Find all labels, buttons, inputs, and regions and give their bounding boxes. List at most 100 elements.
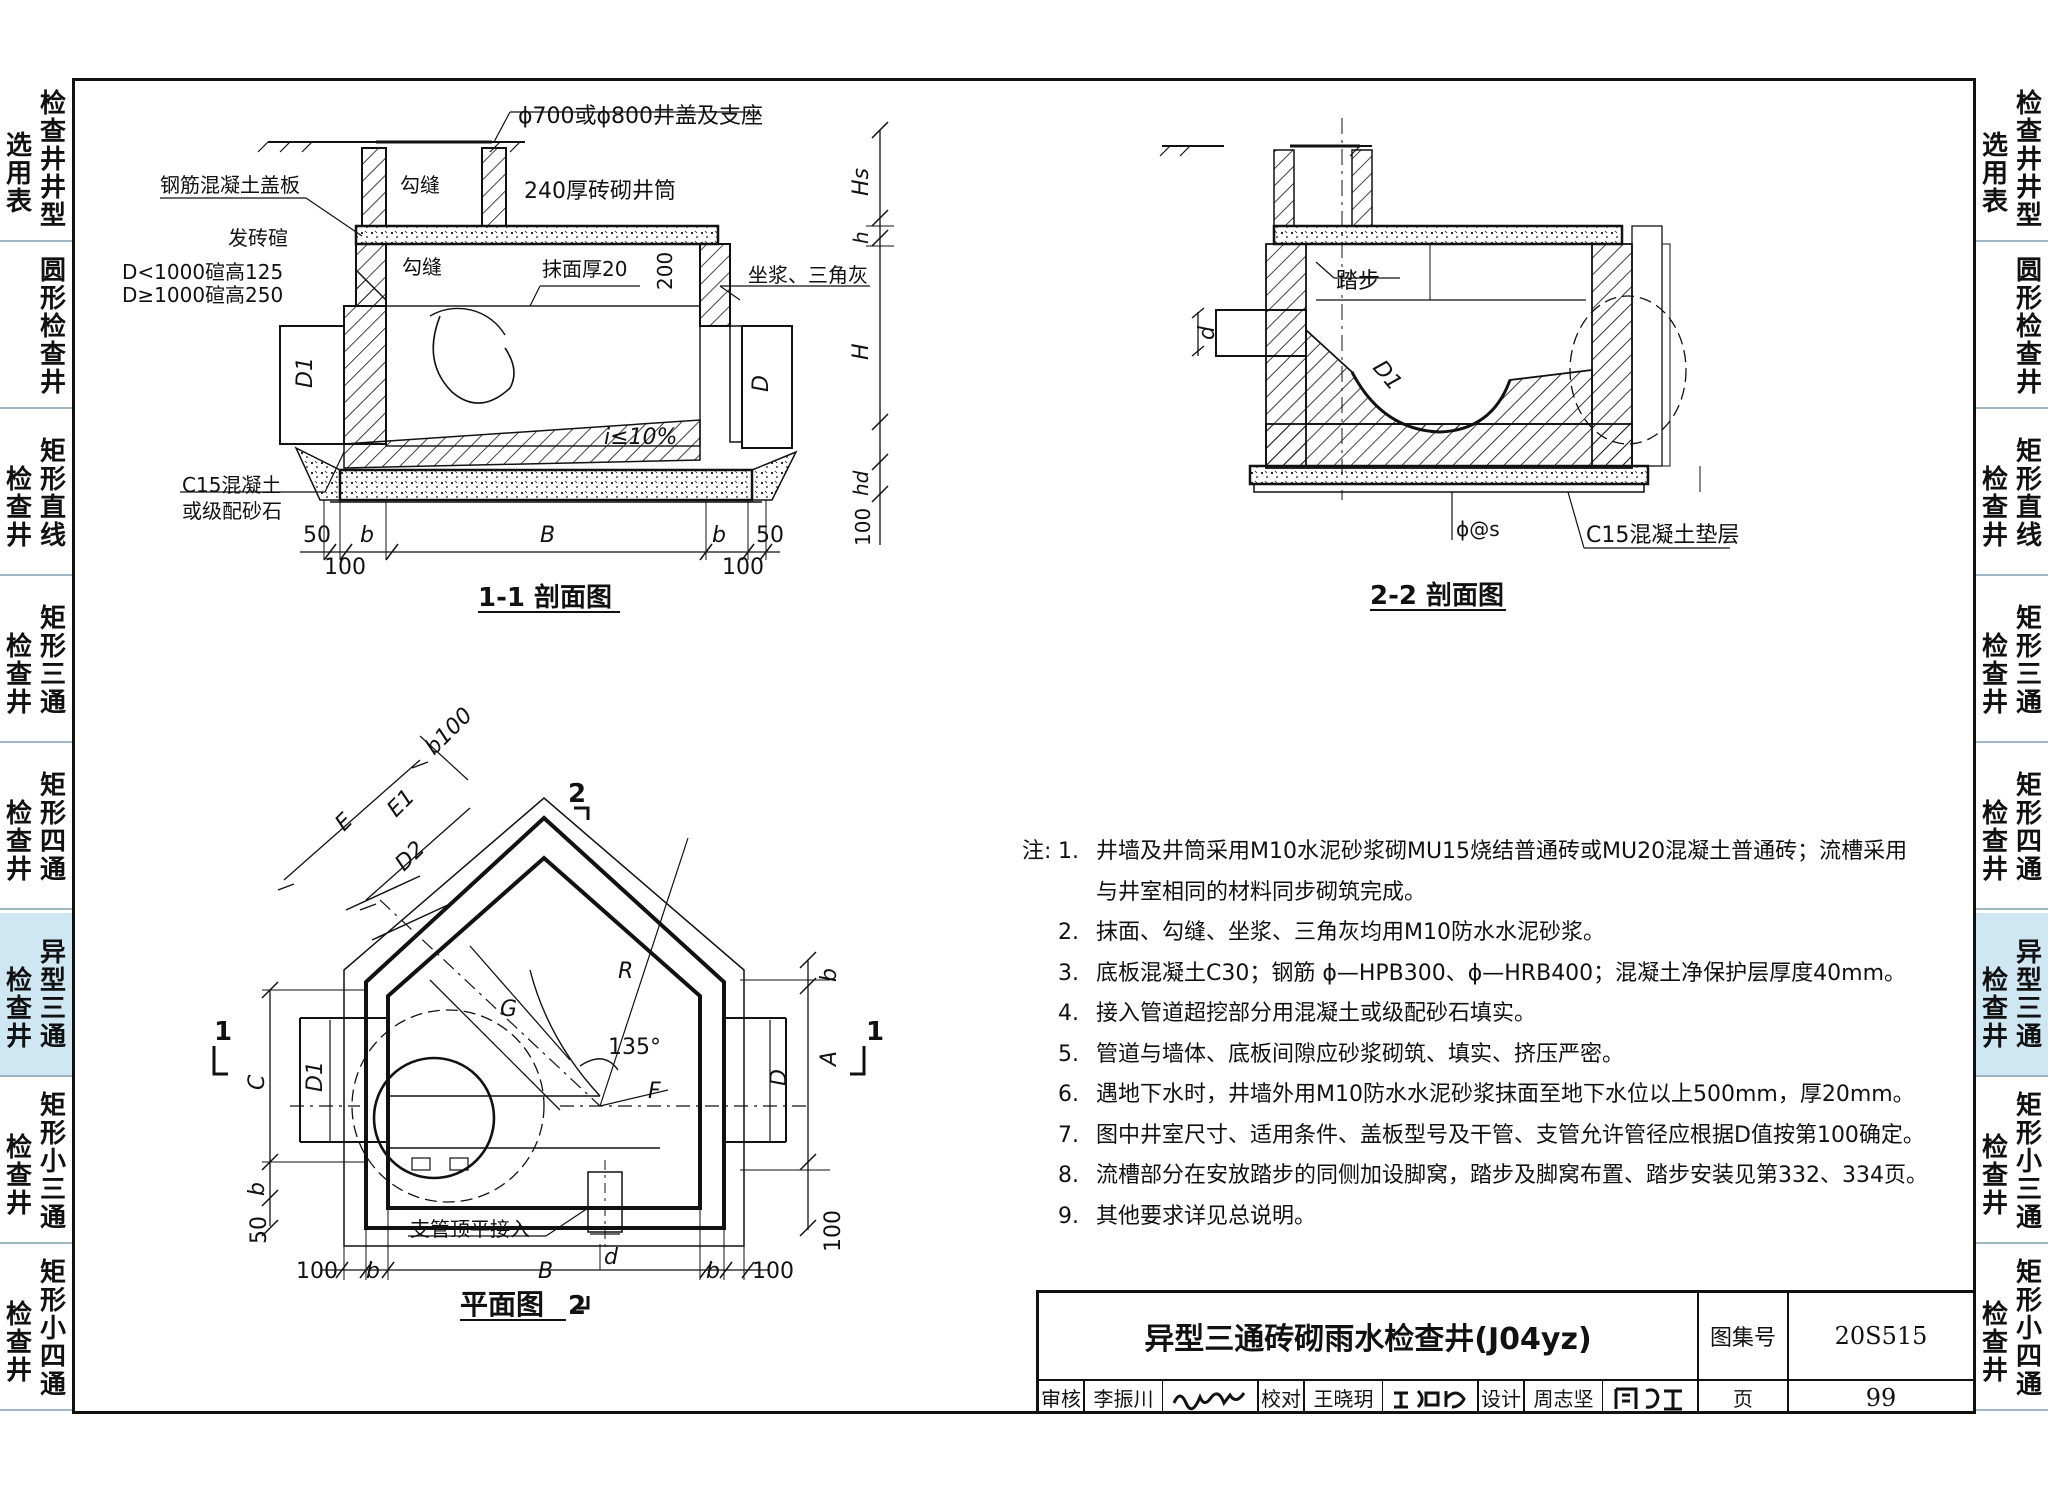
tab-label-col-2: 矩形小四通 — [2016, 1259, 2042, 1399]
index-tab[interactable]: 检查井矩形直线 — [1976, 412, 2048, 576]
tab-char: 用 — [6, 159, 33, 189]
index-tab[interactable]: 检查井矩形小四通 — [0, 1247, 72, 1411]
tab-char: 井 — [2016, 145, 2043, 175]
note-text: 其他要求详见总说明。 — [1096, 1203, 1317, 1229]
index-tab[interactable]: 选用表检查井井型 — [1976, 78, 2048, 242]
tab-char: 小 — [40, 1314, 67, 1344]
right-index-tabs: 选用表检查井井型圆形检查井检查井矩形直线检查井矩形三通检查井矩形四通检查井异型三… — [1976, 78, 2048, 1414]
tab-char: 型 — [2016, 201, 2043, 231]
tab-char: 形 — [2016, 284, 2043, 314]
tab-char: 形 — [2016, 799, 2043, 829]
note-text: 管道与墙体、底板间隙应砂浆砌筑、填实、挤压严密。 — [1096, 1041, 1625, 1067]
tab-char: 检 — [2016, 89, 2043, 119]
tab-char: 井 — [6, 855, 33, 885]
tab-char: 形 — [40, 465, 67, 495]
plan-view: b100 E E1 D2 R G 135° F C D1 D A b b d 5… — [212, 703, 884, 1321]
index-tab[interactable]: 检查井矩形四通 — [1976, 746, 2048, 910]
index-tab[interactable]: 检查井异型三通 — [1976, 913, 2048, 1077]
plan-D2: D2 — [391, 837, 431, 877]
base-layer-label: C15混凝土垫层 — [1586, 523, 1739, 548]
tab-char: 检 — [6, 1300, 33, 1330]
plan-G: G — [500, 997, 517, 1022]
note-text: 底板混凝土C30；钢筋 ϕ—HPB300、ϕ—HRB400；混凝土净保护层厚度4… — [1096, 960, 1907, 986]
tab-char: 型 — [2016, 966, 2043, 996]
tab-char: 矩 — [2016, 771, 2043, 801]
dim-b-right: b — [712, 523, 726, 548]
tab-label-col-1: 检查井 — [1982, 633, 2008, 717]
plan-E1: E1 — [383, 785, 420, 822]
note-number: 9. — [1058, 1203, 1079, 1229]
shaft-label: 240厚砖砌井筒 — [524, 179, 676, 204]
tab-char: 井 — [40, 368, 67, 398]
slab-label: 钢筋混凝土盖板 — [160, 173, 300, 197]
tab-label-col-2: 矩形小四通 — [40, 1259, 66, 1399]
index-tab[interactable]: 检查井矩形三通 — [1976, 579, 2048, 743]
tab-char: 井 — [6, 688, 33, 718]
tab-char: 井 — [40, 173, 67, 203]
tab-char: 表 — [1982, 187, 2009, 217]
dim-50-left: 50 — [303, 523, 331, 548]
index-tab[interactable]: 检查井矩形四通 — [0, 746, 72, 910]
dim-200: 200 — [653, 252, 677, 290]
tab-char: 形 — [40, 1286, 67, 1316]
tab-char: 检 — [6, 465, 33, 495]
review-label: 审核 — [1039, 1381, 1085, 1414]
tab-char: 检 — [1982, 632, 2009, 662]
drawing-frame — [72, 78, 1976, 1414]
dim-d-pipe: d — [1195, 325, 1220, 340]
note-row: 7.图中井室尺寸、适用条件、盖板型号及干管、支管允许管径应根据D值按第100确定… — [1022, 1116, 1925, 1157]
index-tab[interactable]: 选用表检查井井型 — [0, 78, 72, 242]
note-row: 与井室相同的材料同步砌筑完成。 — [1022, 873, 1922, 914]
checker-signature — [1383, 1381, 1479, 1414]
dim-d1-channel: D1 — [1367, 356, 1406, 396]
title-block: 异型三通砖砌雨水检查井(J04yz) 图集号 20S515 审核 李振川 校对 … — [1036, 1290, 1976, 1414]
branch-label: 支管顶平接入 — [410, 1217, 530, 1241]
arch-d-small: D<1000碹高125 — [122, 260, 283, 284]
note-number: 5. — [1058, 1041, 1079, 1067]
tab-char: 查 — [40, 340, 67, 370]
dim-100-right: 100 — [722, 555, 764, 580]
note-number: 6. — [1058, 1082, 1079, 1107]
tab-char: 圆 — [2016, 256, 2043, 286]
index-tab[interactable]: 圆形检查井 — [1976, 245, 2048, 409]
tab-char: 井 — [6, 521, 33, 551]
note-text: 图中井室尺寸、适用条件、盖板型号及干管、支管允许管径应根据D值按第100确定。 — [1096, 1122, 1925, 1148]
tab-char: 矩 — [2016, 604, 2043, 634]
index-tab[interactable]: 圆形检查井 — [0, 245, 72, 409]
tab-label-col-1: 检查井 — [1982, 800, 2008, 884]
tab-char: 井 — [1982, 1022, 2009, 1052]
tab-char: 三 — [2016, 994, 2043, 1024]
dim-hd: hd — [849, 470, 873, 496]
tab-char: 通 — [40, 855, 67, 885]
plan-b-top: b — [817, 968, 842, 982]
index-tab[interactable]: 检查井矩形小三通 — [1976, 1080, 2048, 1244]
index-tab[interactable]: 检查井矩形直线 — [0, 412, 72, 576]
design-label: 设计 — [1479, 1381, 1525, 1414]
note-row: 9. 其他要求详见总说明。 — [1022, 1197, 1922, 1238]
tab-char: 检 — [6, 966, 33, 996]
index-tab[interactable]: 检查井矩形小四通 — [1976, 1247, 2048, 1411]
plan-d: d — [604, 1245, 619, 1270]
tab-char: 井 — [6, 1022, 33, 1052]
tab-char: 查 — [6, 1161, 33, 1191]
tab-char: 异 — [2016, 938, 2043, 968]
tab-char: 通 — [2016, 1370, 2043, 1400]
index-tab[interactable]: 检查井矩形小三通 — [0, 1080, 72, 1244]
reviewer-signature — [1163, 1381, 1259, 1414]
tab-label-col-1: 选用表 — [1982, 132, 2008, 216]
index-tab[interactable]: 检查井矩形三通 — [0, 579, 72, 743]
tab-char: 查 — [1982, 827, 2009, 857]
tab-char: 检 — [1982, 799, 2009, 829]
tab-char: 通 — [2016, 1203, 2043, 1233]
base-label-1: C15混凝土 — [182, 473, 281, 497]
tab-char: 井 — [1982, 1356, 2009, 1386]
index-tab[interactable]: 检查井异型三通 — [0, 913, 72, 1077]
tab-char: 形 — [40, 632, 67, 662]
plan-b100: b100 — [421, 703, 478, 760]
tab-char: 井 — [2016, 173, 2043, 203]
page-label: 页 — [1699, 1381, 1789, 1414]
left-index-tabs: 选用表检查井井型圆形检查井检查井矩形直线检查井矩形三通检查井矩形四通检查井异型三… — [0, 78, 72, 1414]
tab-char: 形 — [40, 284, 67, 314]
plan-b-left: b — [245, 1182, 270, 1196]
atlas-label: 图集号 — [1699, 1293, 1789, 1381]
